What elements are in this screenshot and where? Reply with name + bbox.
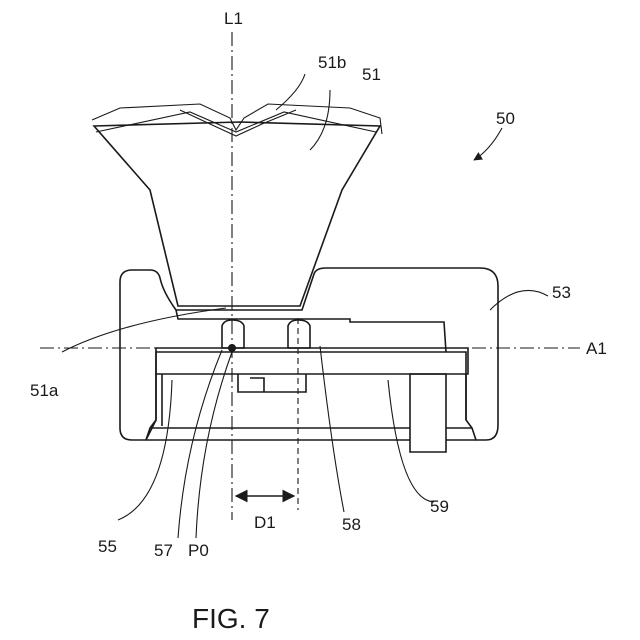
cone-51	[92, 104, 382, 306]
housing-53	[120, 268, 498, 440]
label-53: 53	[552, 283, 571, 302]
label-51a: 51a	[30, 381, 59, 400]
leader-lines	[62, 74, 548, 538]
label-p0: P0	[188, 541, 209, 560]
figure-caption: FIG. 7	[192, 603, 270, 634]
label-d1: D1	[254, 513, 276, 532]
label-59: 59	[430, 497, 449, 516]
posts-57-58	[222, 320, 310, 392]
label-55: 55	[98, 537, 117, 556]
label-57: 57	[154, 541, 173, 560]
label-a1: A1	[586, 339, 607, 358]
plate-59	[156, 348, 468, 452]
label-l1: L1	[224, 9, 243, 28]
label-58: 58	[342, 515, 361, 534]
label-51b: 51b	[318, 53, 346, 72]
label-50: 50	[496, 109, 515, 128]
label-51: 51	[362, 65, 381, 84]
